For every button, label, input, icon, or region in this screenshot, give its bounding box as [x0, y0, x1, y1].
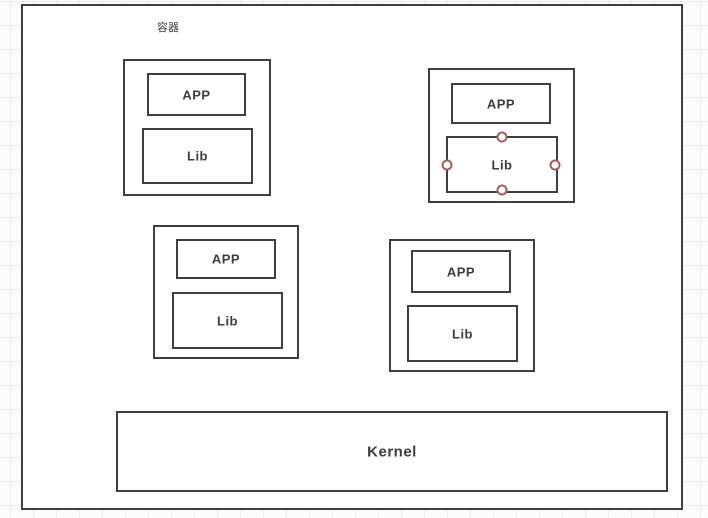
kernel-box[interactable]: Kernel [116, 411, 668, 492]
container-box-2[interactable]: APP Lib [428, 68, 575, 203]
lib-label: Lib [491, 157, 513, 172]
app-label: APP [211, 251, 241, 267]
container-box-4[interactable]: APP Lib [389, 239, 535, 372]
app-label: APP [446, 264, 476, 279]
app-box-2[interactable]: APP [451, 83, 551, 124]
lib-box-4[interactable]: Lib [407, 305, 518, 362]
lib-box-2-selected[interactable]: Lib [441, 131, 561, 196]
app-box-1[interactable]: APP [147, 73, 246, 116]
kernel-label: Kernel [367, 443, 417, 460]
selection-handle-left[interactable] [441, 159, 453, 170]
app-label: APP [486, 96, 516, 111]
app-label: APP [182, 87, 211, 102]
container-box-1[interactable]: APP Lib [123, 59, 271, 196]
lib-label: Lib [217, 313, 238, 328]
lib-box-1[interactable]: Lib [142, 128, 253, 184]
lib-label: Lib [452, 326, 473, 341]
lib-label: Lib [187, 148, 208, 164]
container-caption: 容器 [157, 22, 179, 34]
selection-handle-right[interactable] [549, 159, 561, 170]
selection-handle-top[interactable] [496, 131, 508, 143]
app-box-4[interactable]: APP [411, 250, 511, 293]
selection-handle-bottom[interactable] [496, 184, 508, 196]
lib-box-3[interactable]: Lib [172, 292, 283, 349]
app-box-3[interactable]: APP [176, 239, 276, 279]
outer-boundary-box[interactable]: 容器 APP Lib APP Lib [21, 4, 683, 510]
container-box-3[interactable]: APP Lib [153, 225, 299, 359]
